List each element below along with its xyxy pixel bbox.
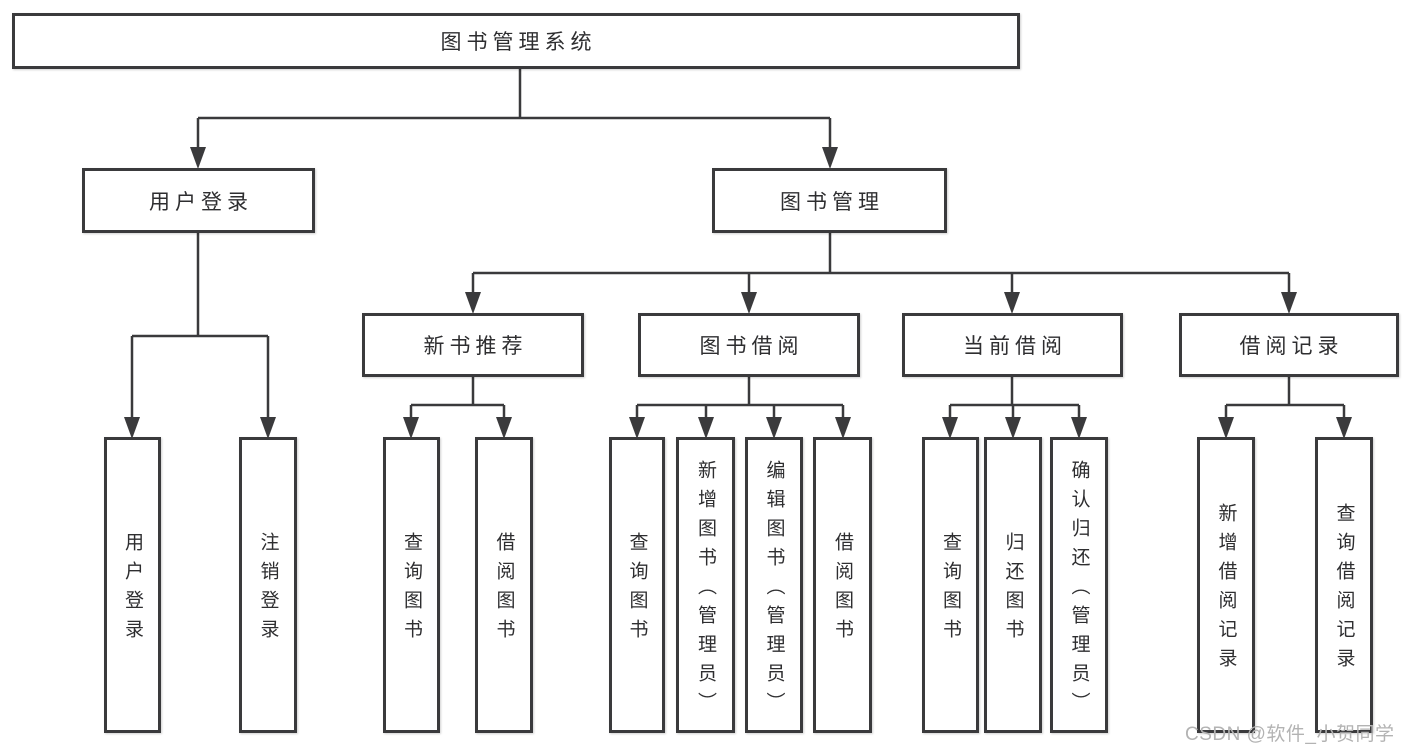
- leaf-query-book-1-label: 查询图书: [401, 532, 422, 648]
- arrowhead-icon: [942, 417, 958, 439]
- arrowhead-icon: [1281, 292, 1297, 314]
- arrowhead-icon: [698, 417, 714, 439]
- leaf-query-book-2-label: 查询图书: [626, 532, 648, 648]
- leaf-confirm-return-admin: 确认归还（管理员）: [1050, 437, 1108, 733]
- node-book-borrow-label: 图书借阅: [699, 335, 804, 358]
- leaf-add-borrow-record: 新增借阅记录: [1197, 437, 1255, 733]
- leaf-user-login-label: 用户登录: [122, 532, 143, 648]
- node-user-login: 用户登录: [82, 168, 315, 233]
- node-user-login-label: 用户登录: [149, 190, 253, 214]
- arrowhead-icon: [1218, 417, 1234, 439]
- node-book-borrow: 图书借阅: [638, 313, 860, 377]
- leaf-user-login: 用户登录: [104, 437, 161, 733]
- arrowhead-icon: [190, 147, 206, 169]
- leaf-add-book-admin-label: 新增图书（管理员）: [695, 459, 716, 721]
- node-borrow-records-label: 借阅记录: [1239, 335, 1344, 358]
- arrowhead-icon: [1004, 292, 1020, 314]
- arrowhead-icon: [1005, 417, 1021, 439]
- leaf-borrow-book-1-label: 借阅图书: [493, 532, 515, 648]
- node-new-book-recommend: 新书推荐: [362, 313, 584, 377]
- node-root: 图书管理系统: [12, 13, 1020, 69]
- node-new-book-recommend-label: 新书推荐: [423, 335, 528, 358]
- leaf-edit-book-admin-label: 编辑图书（管理员）: [763, 459, 785, 721]
- leaf-confirm-return-admin-label: 确认归还（管理员）: [1068, 459, 1090, 721]
- leaf-query-book-3-label: 查询图书: [940, 532, 961, 648]
- leaf-edit-book-admin: 编辑图书（管理员）: [745, 437, 803, 733]
- node-root-label: 图书管理系统: [440, 31, 597, 54]
- node-current-borrow: 当前借阅: [902, 313, 1123, 377]
- arrowhead-icon: [124, 417, 140, 439]
- leaf-query-book-1: 查询图书: [383, 437, 440, 733]
- leaf-query-book-3: 查询图书: [922, 437, 979, 733]
- leaf-return-book-label: 归还图书: [1002, 532, 1024, 648]
- leaf-borrow-book-2: 借阅图书: [813, 437, 872, 733]
- arrowhead-icon: [629, 417, 645, 439]
- leaf-borrow-book-1: 借阅图书: [475, 437, 533, 733]
- node-borrow-records: 借阅记录: [1179, 313, 1399, 377]
- arrowhead-icon: [1336, 417, 1352, 439]
- leaf-query-borrow-record: 查询借阅记录: [1315, 437, 1373, 733]
- leaf-query-borrow-record-label: 查询借阅记录: [1333, 503, 1355, 677]
- leaf-add-book-admin: 新增图书（管理员）: [676, 437, 735, 733]
- arrowhead-icon: [822, 147, 838, 169]
- arrowhead-icon: [1071, 417, 1087, 439]
- arrowhead-icon: [835, 417, 851, 439]
- leaf-borrow-book-2-label: 借阅图书: [832, 532, 853, 648]
- node-book-management-label: 图书管理: [780, 190, 884, 214]
- arrowhead-icon: [403, 417, 419, 439]
- leaf-logout: 注销登录: [239, 437, 297, 733]
- arrowhead-icon: [260, 417, 276, 439]
- arrowhead-icon: [766, 417, 782, 439]
- leaf-return-book: 归还图书: [984, 437, 1042, 733]
- arrowhead-icon: [465, 292, 481, 314]
- leaf-logout-label: 注销登录: [257, 532, 279, 648]
- leaf-add-borrow-record-label: 新增借阅记录: [1215, 503, 1237, 677]
- leaf-query-book-2: 查询图书: [609, 437, 665, 733]
- node-book-management: 图书管理: [712, 168, 947, 233]
- arrowhead-icon: [496, 417, 512, 439]
- node-current-borrow-label: 当前借阅: [963, 335, 1067, 358]
- watermark: CSDN @软件_小贺同学: [1185, 724, 1395, 745]
- arrowhead-icon: [741, 292, 757, 314]
